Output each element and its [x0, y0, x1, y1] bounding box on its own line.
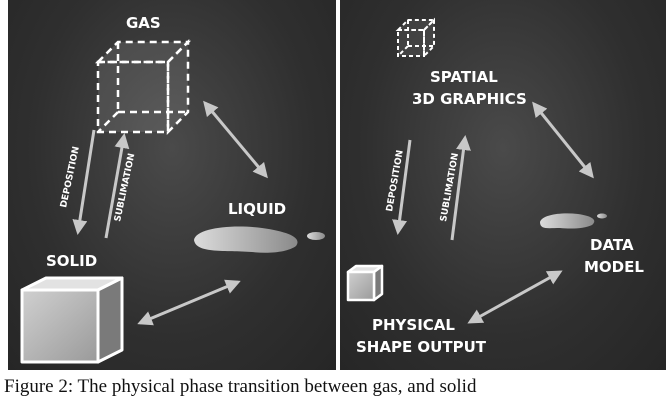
graphics-cube-icon: [395, 17, 437, 59]
physical-label-line2: SHAPE OUTPUT: [356, 338, 487, 356]
gas-cube-icon: [94, 38, 192, 136]
liquid-puddle-icon: [194, 226, 298, 253]
spatial-label-line1: SPATIAL: [430, 68, 498, 86]
gas-label: GAS: [126, 14, 161, 32]
physical-label-line1: PHYSICAL: [372, 316, 455, 334]
liquid-droplet-icon: [307, 232, 325, 240]
diagram-svg: GAS DEPOSITION SUBLIMATION LIQUID SOLID: [20, 14, 644, 364]
panel-divider: [336, 0, 340, 370]
sublimation-label-left: SUBLIMATION: [113, 152, 137, 222]
figure-caption: Figure 2: The physical phase transition …: [4, 376, 477, 397]
solid-liquid-arrow: [137, 279, 241, 326]
deposition-arrow-right: [392, 139, 412, 235]
data-model-label-line1: DATA: [590, 236, 634, 254]
graphics-data-arrow: [532, 101, 594, 179]
solid-cube-icon: [20, 276, 124, 364]
physical-cube-icon: [346, 264, 384, 302]
deposition-arrow-left: [72, 129, 96, 235]
spatial-label-line2: 3D GRAPHICS: [412, 90, 527, 108]
data-model-droplet-icon: [597, 213, 607, 219]
gas-liquid-arrow: [203, 100, 268, 179]
figure: GAS DEPOSITION SUBLIMATION LIQUID SOLID: [8, 0, 666, 370]
solid-label: SOLID: [46, 252, 97, 270]
liquid-label: LIQUID: [228, 200, 286, 218]
data-model-label-line2: MODEL: [584, 258, 644, 276]
sublimation-arrow-left: [104, 133, 130, 239]
sublimation-arrow-right: [450, 135, 471, 241]
physical-data-arrow: [467, 270, 563, 324]
data-model-puddle-icon: [540, 213, 595, 229]
deposition-label-left: DEPOSITION: [59, 146, 82, 209]
